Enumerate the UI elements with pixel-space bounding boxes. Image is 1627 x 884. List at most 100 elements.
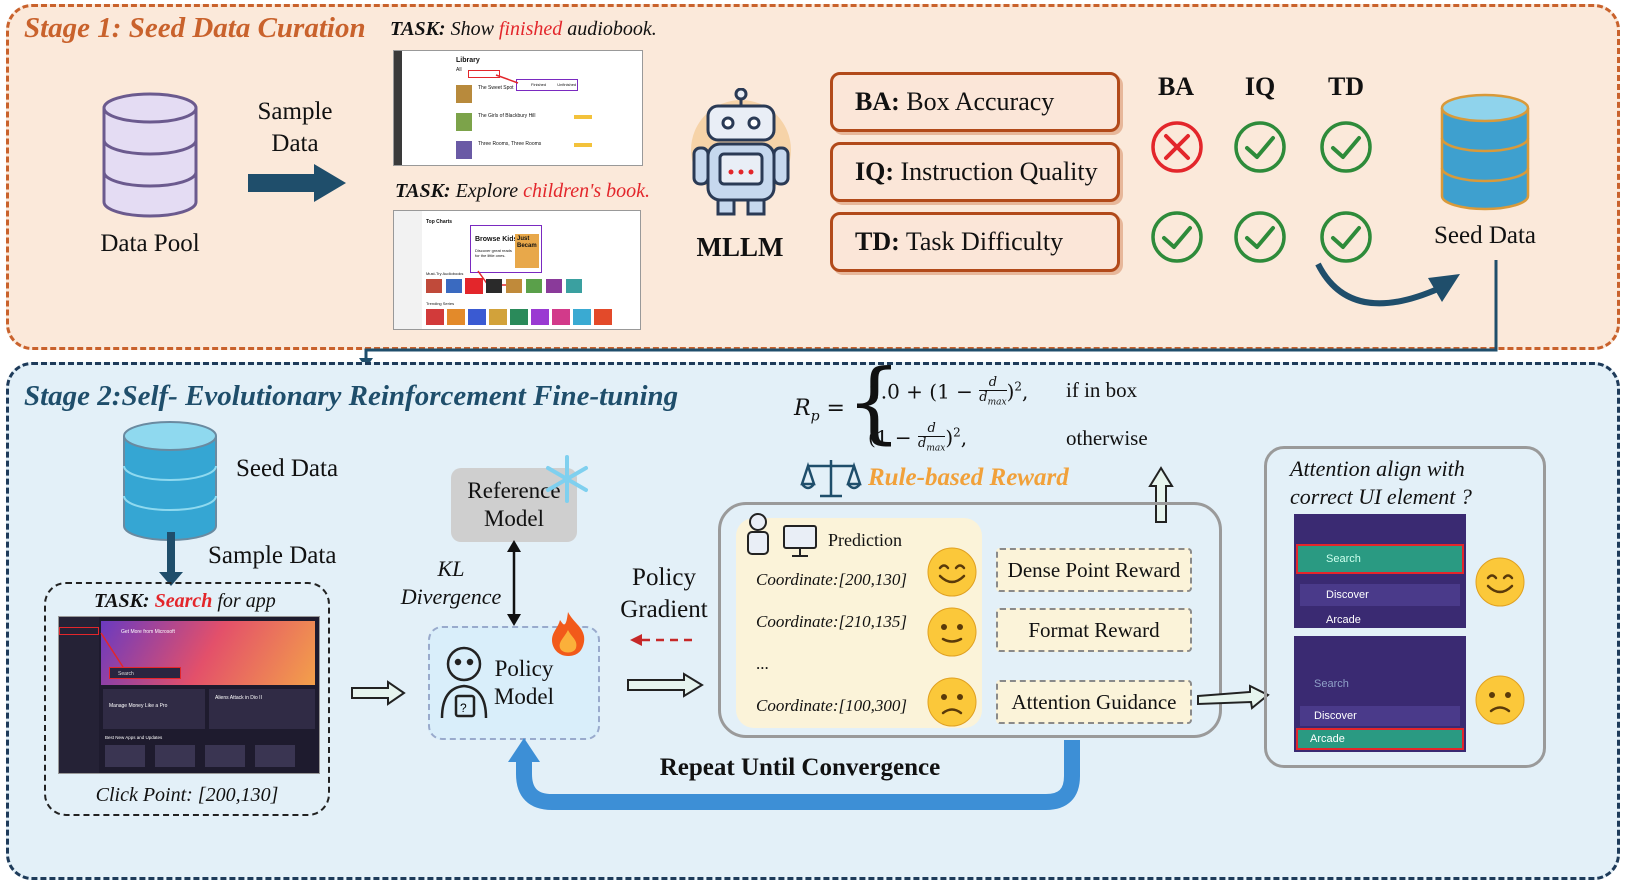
happy-face-icon <box>927 547 977 597</box>
coordinate-3: Coordinate:[100,300] <box>756 696 907 715</box>
policy-gradient-label-line2: Gradient <box>620 596 708 623</box>
repeat-label: Repeat Until Convergence <box>659 754 941 781</box>
attention-arcade-row: Arcade <box>1296 728 1464 750</box>
book-cover-1 <box>456 85 472 103</box>
reward-formula: Rp = { 1.0 + (1 − d dmax )2, (1 − d dmax… <box>794 358 1154 462</box>
app-section-title: Best New Apps and Updates <box>105 735 163 740</box>
stage2-sample-data-label: Sample Data <box>208 542 337 569</box>
task-box <box>44 582 330 816</box>
formula-lhs: Rp = <box>794 396 845 425</box>
app-banner-title: Get More from Microsoft <box>121 629 175 635</box>
seed-database-icon <box>1440 93 1530 211</box>
badge-2 <box>574 143 592 147</box>
book-cover-2 <box>456 113 472 131</box>
attention-panel <box>1264 446 1546 768</box>
policy-model-label-line1: Policy <box>494 656 554 681</box>
library-filter-box: Finished Unfinished <box>516 79 578 91</box>
trending-heading: Trending Series <box>426 301 455 306</box>
format-reward-box: Format Reward <box>996 608 1192 652</box>
policy-model-label-line2: Model <box>493 684 555 709</box>
library-tab-all: All <box>456 67 462 73</box>
book-title-2: The Girls of Blackbury Hill <box>478 113 536 119</box>
stage1-title: Stage 1: Seed Data Curation <box>24 12 366 44</box>
sample-data-label-line1: Sample <box>257 98 333 125</box>
app-store-screenshot: Get More from Microsoft Search Manage Mo… <box>58 616 320 774</box>
app-card-1-title: Manage Money Like a Pro <box>109 703 168 709</box>
check-icon <box>1234 121 1286 173</box>
neutral-smile-icon <box>927 607 977 657</box>
formula-case2: (1 − d dmax )2, <box>868 421 968 454</box>
book-title-3: Three Rooms, Three Rooms <box>478 141 542 147</box>
coordinate-ellipsis: ... <box>756 654 769 673</box>
rule-based-reward-label: Rule-based Reward <box>868 464 1069 491</box>
fire-icon <box>552 612 585 656</box>
stage2-task-highlight: Search <box>154 590 213 612</box>
library-screenshot: Library All Finished Unfinished The Swee… <box>393 50 643 166</box>
click-point-label: Click Point: [200,130] <box>95 784 279 806</box>
kids-just: Just <box>517 236 530 242</box>
mllm-label: MLLM <box>696 232 784 262</box>
sad-face-icon <box>1475 675 1525 725</box>
robot-computer-icon <box>747 513 817 557</box>
attention-ui-incorrect: Search Discover Arcade <box>1294 636 1466 752</box>
task1-prefix: TASK: <box>390 18 446 40</box>
hollow-arrow-icon <box>1197 684 1270 710</box>
formula-cond2: otherwise <box>1066 426 1148 450</box>
coordinate-2: Coordinate:[210,135] <box>756 612 907 631</box>
curved-arrow-icon <box>1315 262 1460 307</box>
cross-icon <box>1151 121 1203 173</box>
stage2-title: Stage 2:Self- Evolutionary Reinforcement… <box>24 380 679 412</box>
seed-database-icon <box>123 421 217 541</box>
criteria-box-iq: IQ: Instruction Quality <box>830 142 1120 202</box>
badge-1 <box>574 115 592 119</box>
happy-face-icon <box>1475 557 1525 607</box>
app-card-2: Aliens Attack in Dio II <box>209 689 315 729</box>
repeat-loop-arrow <box>508 738 1080 810</box>
attention-guidance-box: Attention Guidance <box>996 680 1192 724</box>
hollow-arrow-up-icon <box>1148 466 1174 523</box>
task1-post: audiobook. <box>567 18 657 40</box>
must-read-heading: Must-Try Audiobooks <box>426 271 464 276</box>
column-header-ba: BA <box>1157 72 1195 101</box>
stage2-task-caption: TASK: Search for app <box>94 590 276 613</box>
pointer-line <box>495 74 519 84</box>
snowflake-icon <box>546 455 588 503</box>
kl-label-line1: KL <box>437 556 465 581</box>
hollow-arrow-icon <box>351 680 406 706</box>
stage-connector <box>359 260 1498 368</box>
book-cover-3 <box>456 141 472 159</box>
criteria-box-ba: BA: Box Accuracy <box>830 72 1120 132</box>
policy-model-box <box>428 626 600 740</box>
check-icon <box>1234 211 1286 263</box>
thinking-person-icon: ? <box>440 646 488 719</box>
criteria-box-td: TD: Task Difficulty <box>830 212 1120 272</box>
app-pointer-line <box>100 632 124 668</box>
arrow-right-icon <box>248 164 346 202</box>
library-heading: Library <box>456 57 480 64</box>
book-row-2 <box>426 309 636 325</box>
library-red-box <box>468 70 500 78</box>
reference-model-label-line2: Model <box>483 506 545 531</box>
column-header-iq: IQ <box>1244 72 1276 101</box>
double-arrow-icon <box>507 540 521 626</box>
kids-became: Becam <box>517 243 537 249</box>
task2-highlight: children's book. <box>523 180 651 202</box>
filter-finished: Finished <box>531 82 547 87</box>
column-header-td: TD <box>1327 72 1365 101</box>
stage2-seed-data-label: Seed Data <box>236 455 339 482</box>
browse-kids-banner: Browse Kids Discover great reads for the… <box>470 225 542 273</box>
attention-discover-row: Discover <box>1300 706 1460 726</box>
top-charts-heading: Top Charts <box>426 219 453 225</box>
book-row-1 <box>426 278 626 294</box>
store-screenshot: Top Charts Browse Kids Discover great re… <box>393 210 641 330</box>
app-card-1: Manage Money Like a Pro <box>103 689 205 729</box>
stage2-task-post: for app <box>217 590 276 612</box>
attention-ui-correct: Search Discover Arcade <box>1294 514 1466 628</box>
check-icon <box>1320 211 1372 263</box>
attention-search-row: Search <box>1296 544 1464 574</box>
formula-case1: 1.0 + (1 − d dmax )2, <box>868 375 1029 408</box>
check-icon <box>1320 121 1372 173</box>
attention-discover-row: Discover <box>1300 584 1460 606</box>
attention-search-row: Search <box>1314 678 1349 690</box>
task1-pre: Show <box>450 18 494 40</box>
